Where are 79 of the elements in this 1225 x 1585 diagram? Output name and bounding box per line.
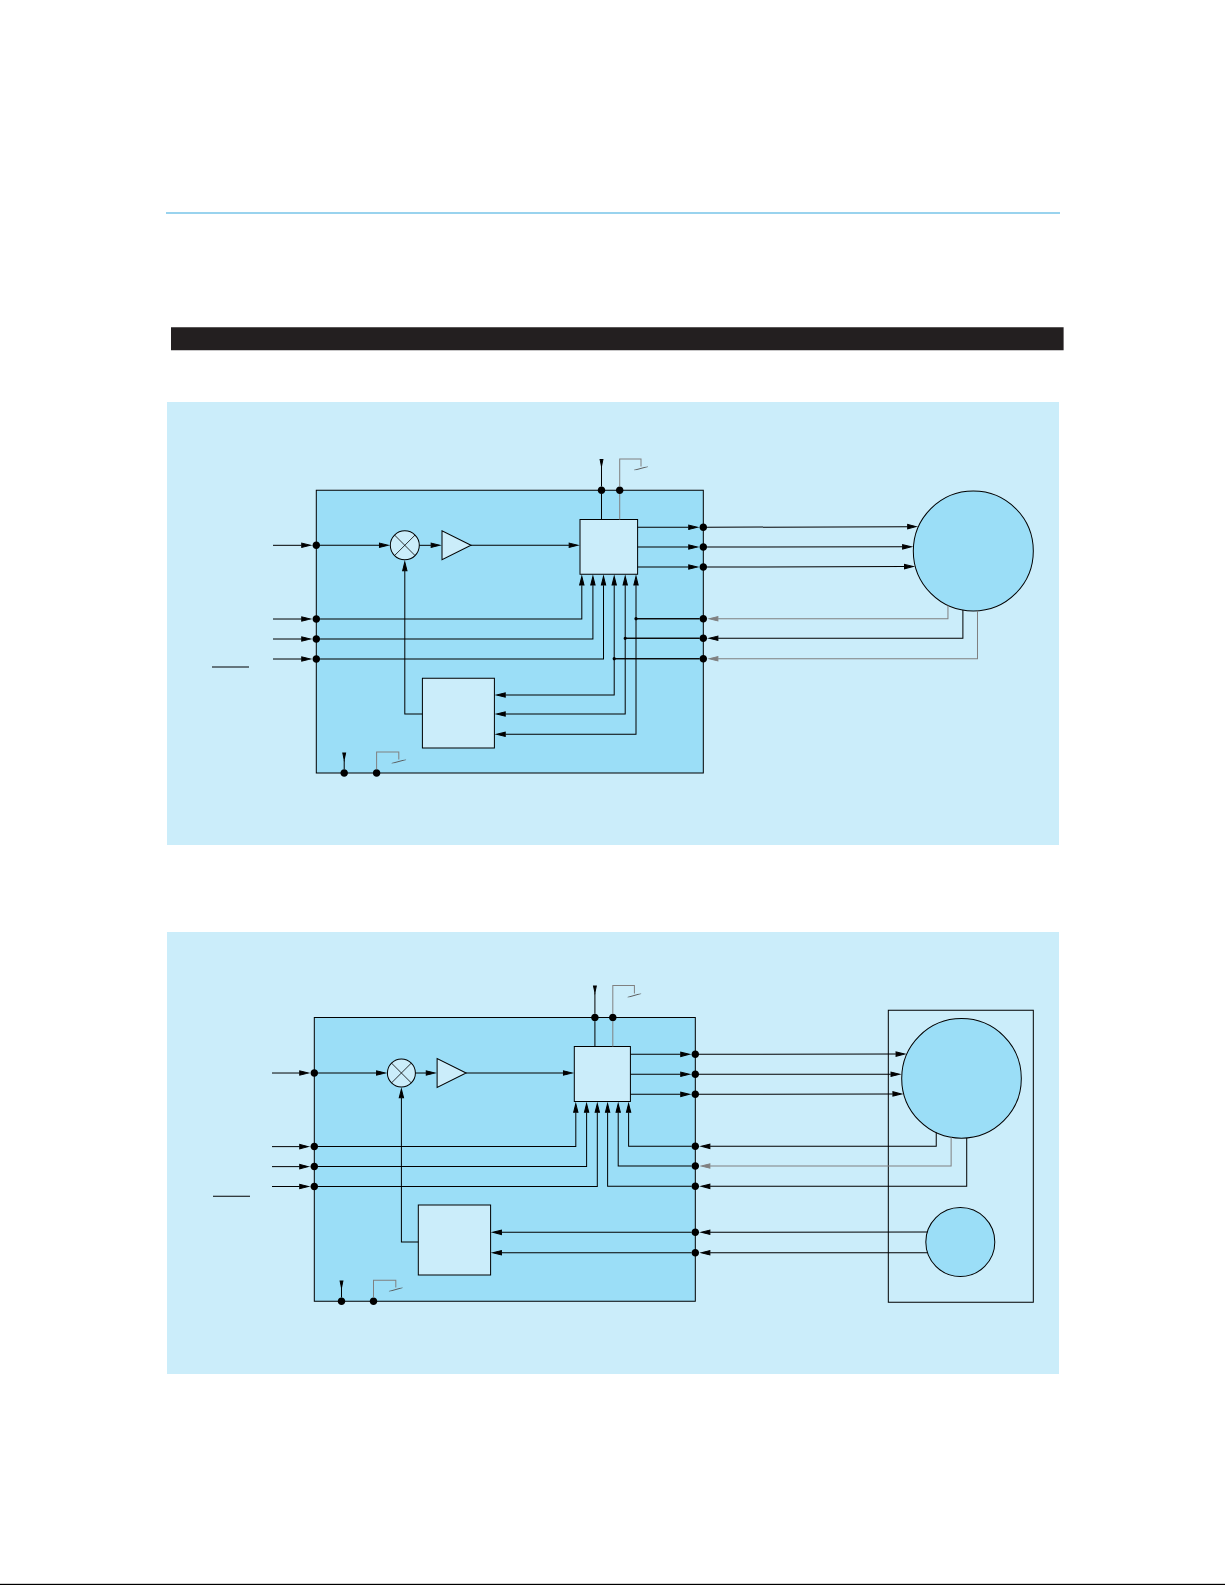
- signal-arrow: [414, 1070, 436, 1076]
- signal-arrow: [700, 1132, 937, 1149]
- signal-arrow: [317, 1103, 600, 1187]
- signal-arrow: [708, 609, 964, 641]
- signal-arrow: [470, 542, 579, 548]
- signal-arrow: [492, 1229, 693, 1235]
- supply-arrow: [599, 459, 604, 487]
- driver-box: [573, 1046, 631, 1102]
- signal-arrow: [317, 1103, 590, 1168]
- encoder-circle: [925, 1207, 996, 1277]
- signal-arrow: [700, 1250, 928, 1256]
- signal-arrow: [698, 1091, 903, 1097]
- amplifier-triangle: [441, 530, 472, 561]
- signal-arrow: [418, 542, 441, 548]
- amplifier-triangle: [436, 1058, 467, 1088]
- signal-arrow: [271, 1183, 309, 1190]
- ground-line: [612, 984, 635, 1015]
- signal-arrow: [402, 561, 423, 715]
- ground-line: [373, 1279, 397, 1298]
- ground-symbol: [391, 759, 407, 764]
- signal-arrow: [615, 1103, 693, 1167]
- signal-arrow: [317, 1070, 386, 1076]
- motor-circle: [901, 1018, 1022, 1139]
- signal-arrow: [271, 1070, 309, 1076]
- signal-arrow: [625, 1103, 693, 1147]
- motor-circle: [912, 490, 1034, 612]
- signal-arrow: [637, 544, 698, 550]
- signal-line: [619, 493, 621, 520]
- signal-arrow: [319, 575, 596, 640]
- supply-arrow: [339, 1280, 344, 1298]
- signal-arrow: [496, 658, 701, 698]
- signal-arrow: [319, 575, 607, 660]
- signal-line: [601, 493, 602, 520]
- signal-arrow: [637, 524, 698, 530]
- signal-arrow: [708, 604, 949, 622]
- feedback-box: [417, 1204, 492, 1276]
- signal-arrow: [629, 1071, 690, 1077]
- ground-symbol: [627, 993, 642, 998]
- signal-arrow: [604, 1103, 693, 1187]
- signal-arrow: [272, 656, 311, 662]
- signal-arrow: [496, 637, 701, 717]
- supply-arrow: [342, 752, 347, 770]
- signal-arrow: [637, 564, 698, 570]
- signal-arrow: [706, 523, 917, 530]
- supply-arrow: [593, 985, 597, 1015]
- signal-arrow: [698, 1051, 906, 1057]
- title-bar: [171, 327, 1064, 351]
- signal-arrow: [698, 1071, 901, 1077]
- signal-arrow: [398, 1088, 419, 1243]
- summing-junction: [386, 1058, 416, 1088]
- signal-arrow: [700, 1229, 928, 1235]
- signal-arrow: [708, 610, 978, 662]
- signal-arrow: [271, 1163, 309, 1170]
- signal-arrow: [272, 636, 311, 642]
- signal-arrow: [629, 1091, 690, 1097]
- signal-line: [594, 1020, 596, 1047]
- ground-line: [376, 751, 400, 770]
- signal-arrow: [272, 616, 311, 622]
- signal-arrow: [319, 542, 389, 548]
- motor-housing-box: [887, 1009, 1034, 1303]
- signal-arrow: [465, 1070, 573, 1076]
- signal-line: [612, 1020, 614, 1047]
- summing-junction: [389, 530, 420, 561]
- ground-line: [619, 458, 642, 487]
- driver-box: [579, 519, 639, 575]
- feedback-box: [421, 677, 495, 749]
- ground-symbol: [634, 466, 648, 471]
- signal-arrow: [496, 618, 701, 737]
- signal-arrow: [272, 542, 311, 548]
- signal-arrow: [271, 1143, 309, 1150]
- signal-arrow: [629, 1051, 690, 1057]
- signal-arrow: [706, 563, 914, 570]
- signal-arrow: [700, 1137, 968, 1189]
- signal-arrow: [700, 1136, 952, 1169]
- ground-symbol: [388, 1287, 403, 1292]
- signal-arrow: [706, 544, 912, 550]
- signal-arrow: [492, 1250, 693, 1256]
- signal-arrow: [317, 1103, 579, 1148]
- signal-arrow: [319, 575, 585, 620]
